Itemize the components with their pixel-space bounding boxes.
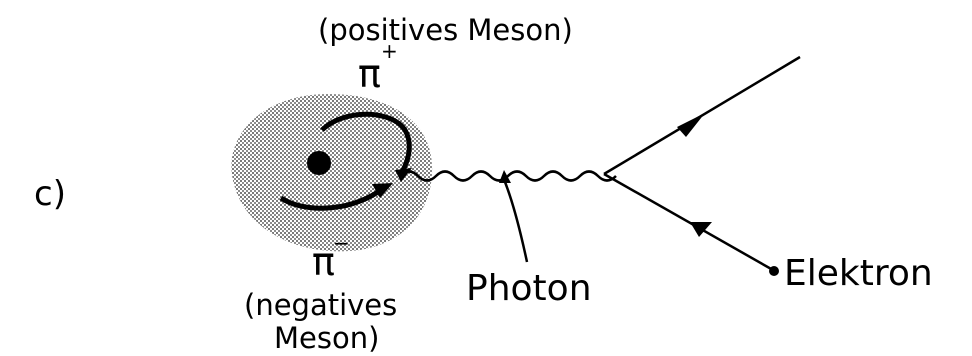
outgoing-electron-arrow xyxy=(677,113,705,137)
pi-minus-orbit-arrow xyxy=(279,189,380,211)
pi-minus-symbol: π xyxy=(312,240,335,284)
positive-meson-label: (positives Meson) xyxy=(318,13,573,47)
nucleon-core xyxy=(307,151,331,175)
photon-pointer-head xyxy=(499,170,511,183)
pi-minus-arrowhead xyxy=(372,183,393,198)
pi-plus-orbit-arrow xyxy=(320,111,412,174)
photon-label: Photon xyxy=(466,268,592,309)
electron-dot xyxy=(769,266,779,276)
incoming-electron-line xyxy=(603,172,774,272)
photon-wave xyxy=(399,170,617,182)
incoming-electron-arrow xyxy=(690,222,712,237)
negative-meson-label-line2: Meson) xyxy=(274,321,379,355)
pi-minus-superscript: − xyxy=(333,231,350,255)
negative-meson-label-line1: (negatives xyxy=(244,288,397,322)
pi-plus-superscript: + xyxy=(381,39,398,63)
photon-pointer xyxy=(503,181,529,263)
electron-label: Elektron xyxy=(784,253,933,294)
panel-label: c) xyxy=(34,174,66,214)
pi-plus-symbol: π xyxy=(358,52,381,96)
meson-cloud xyxy=(231,93,433,252)
